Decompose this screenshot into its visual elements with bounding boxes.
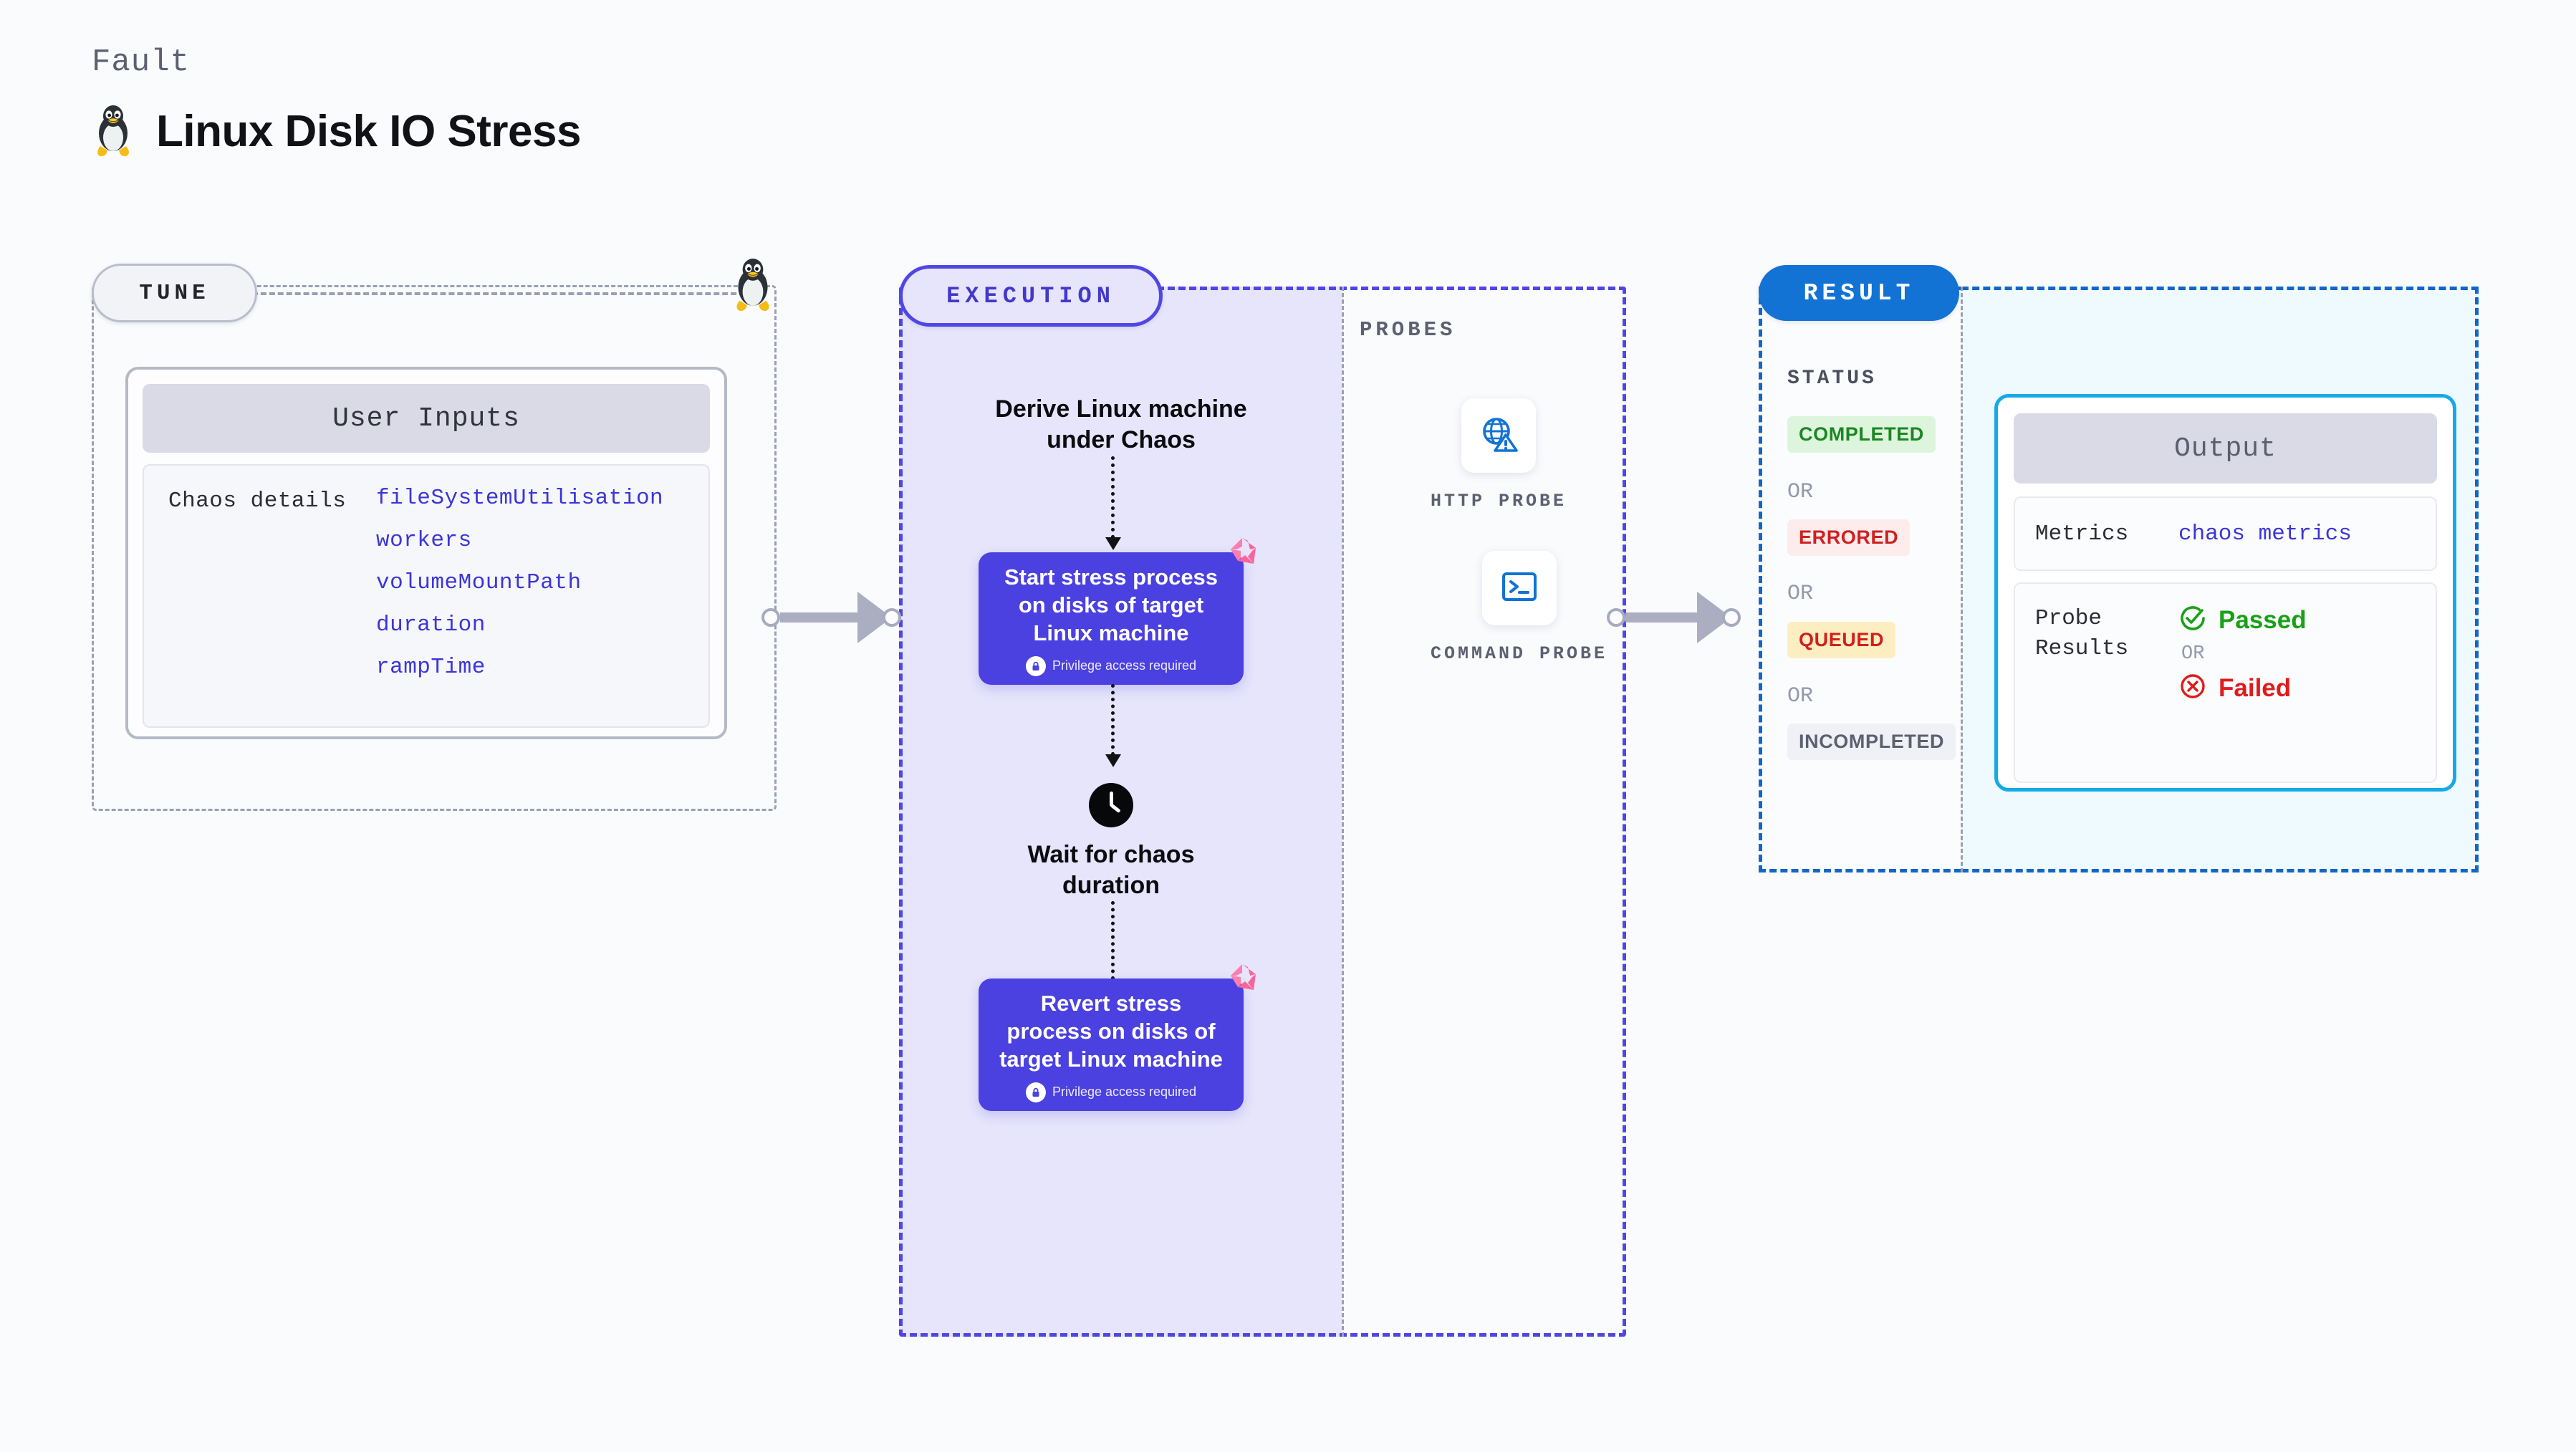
title-row: Linux Disk IO Stress [92,105,582,158]
tune-pill[interactable]: TUNE [92,264,257,322]
or-separator: OR [1787,684,1814,708]
linux-tux-icon [92,105,135,158]
probe-result-failed: Failed [2178,672,2307,704]
probe-result-failed-label: Failed [2219,673,2292,702]
result-pill[interactable]: RESULT [1759,265,1959,321]
connector-start-dot [1607,608,1625,627]
or-separator: OR [2181,643,2205,665]
param-volumemountpath[interactable]: volumeMountPath [376,570,582,595]
probe-http-label: HTTP PROBE [1431,491,1567,511]
status-badge-completed: COMPLETED [1787,416,1936,453]
result-zone-divider [1961,287,1963,872]
probe-results-values: Passed OR Failed [2178,604,2307,761]
connector-bar [1625,612,1697,622]
privilege-badge: Privilege access required [1025,655,1197,676]
param-duration[interactable]: duration [376,612,486,638]
fault-kicker: Fault [92,44,191,80]
connector-start-dot [761,608,780,627]
param-filesystemutilisation[interactable]: fileSystemUtilisation [376,486,664,511]
output-card: Output Metrics chaos metrics Probe Resul… [1994,394,2456,792]
linux-tux-icon [731,258,775,316]
metrics-value[interactable]: chaos metrics [2178,521,2352,547]
connector-end-dot [883,608,901,627]
status-badge-incompleted: INCOMPLETED [1787,723,1956,760]
output-card-header: Output [2014,413,2437,484]
execution-step-wait: Wait for chaos duration [1027,841,1195,899]
probe-command-label: COMMAND PROBE [1431,643,1608,664]
execution-step-start[interactable]: Start stress process on disks of target … [979,538,1256,685]
connector-bar [780,612,857,622]
chaos-details-label: Chaos details [168,489,347,514]
terminal-icon [1499,567,1539,610]
metrics-label: Metrics [2035,521,2129,547]
flow-arrow-down-icon [1105,684,1121,767]
or-separator: OR [1787,582,1814,606]
probe-result-passed-label: Passed [2219,605,2307,634]
probes-divider [1342,287,1344,1337]
probe-command[interactable]: COMMAND PROBE [1431,551,1607,666]
lock-icon [1025,1082,1046,1102]
check-circle-icon [2178,604,2207,636]
probe-results-label: Probe Results [2035,606,2129,661]
connector-end-dot [1722,608,1741,627]
user-inputs-header: User Inputs [143,384,710,453]
page-header: Fault Linux Disk IO Stress [92,44,582,158]
litmus-logo-icon [1226,961,1258,996]
probe-command-card[interactable] [1481,551,1557,625]
x-circle-icon [2178,672,2207,704]
litmus-logo-icon [1226,535,1258,570]
or-separator: OR [1787,480,1814,504]
flow-arrow-down-icon [1105,901,1121,991]
user-inputs-body: Chaos details fileSystemUtilisation work… [143,464,710,728]
probe-http[interactable]: HTTP PROBE [1431,398,1567,514]
result-zone [1759,287,1961,872]
tune-dash-line [252,292,754,295]
user-inputs-card: User Inputs Chaos details fileSystemUtil… [125,367,727,739]
status-badge-errored: ERRORED [1787,519,1911,556]
execution-pill[interactable]: EXECUTION [899,265,1163,327]
execution-step-revert[interactable]: Revert stress process on disks of target… [979,964,1256,1111]
status-label: STATUS [1787,367,1877,390]
privilege-badge-text: Privilege access required [1052,658,1197,673]
chaos-details-values: fileSystemUtilisation workers volumeMoun… [376,486,663,706]
probe-result-passed: Passed [2178,604,2307,636]
page-title: Linux Disk IO Stress [156,106,582,156]
privilege-badge: Privilege access required [1025,1082,1197,1102]
privilege-badge-text: Privilege access required [1052,1085,1197,1100]
lock-icon [1025,655,1046,676]
connector-probes-to-result [1607,592,1741,643]
execution-step-revert-label: Revert stress process on disks of target… [999,991,1223,1072]
connector-tune-to-execution [761,592,901,643]
globe-warning-icon [1478,413,1519,458]
tune-zone [92,285,777,811]
param-workers[interactable]: workers [376,528,472,553]
flow-arrow-down-icon [1105,456,1121,550]
probe-http-card[interactable] [1461,398,1537,473]
status-badge-queued: QUEUED [1787,622,1896,658]
clock-icon [1088,782,1134,832]
execution-zone [899,287,1626,1337]
probes-section-label: PROBES [1360,318,1456,342]
execution-step-start-label: Start stress process on disks of target … [1004,564,1219,645]
metrics-row: Metrics chaos metrics [2014,496,2437,571]
probe-results-row: Probe Results Passed OR [2014,582,2437,783]
param-ramptime[interactable]: rampTime [376,655,486,680]
execution-step-derive: Derive Linux machine under Chaos [995,395,1247,453]
